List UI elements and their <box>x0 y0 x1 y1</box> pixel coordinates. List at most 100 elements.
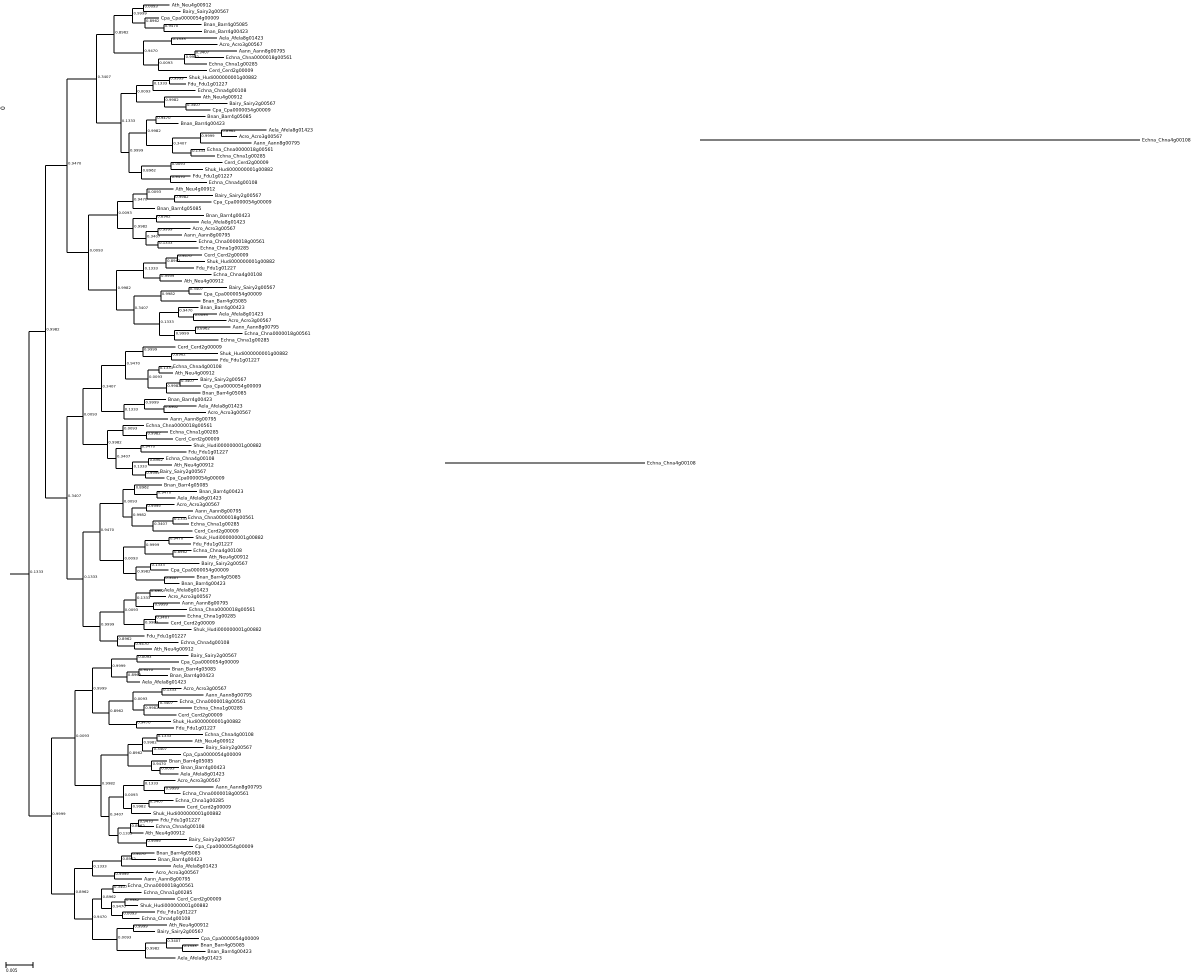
tip-label: Ath_Neu4g00912 <box>154 647 194 653</box>
tip-label: Aann_Aann8g00795 <box>182 601 228 607</box>
node-support-label: 0.9470 <box>170 536 184 541</box>
node-support-label: 0.9982 <box>133 512 147 517</box>
tip-label: Ath_Neu4g00912 <box>203 95 243 101</box>
tip-label: Cpa_Cpa0000054g00009 <box>166 476 224 482</box>
node-support-label: 0.9470 <box>112 904 126 909</box>
node-support-label: 0.0093 <box>125 607 139 612</box>
tip-label: Fdu_Fdu1g01227 <box>147 633 187 639</box>
tip-label: Bairy_Sairy2g00567 <box>200 377 246 383</box>
tip-label: Aann_Aann8g00795 <box>254 141 300 147</box>
tip-label: Echna_Chna0000018g00561 <box>199 239 265 245</box>
tip-label: Cerd_Cerd2g00009 <box>178 712 222 718</box>
tip-label: Shuk_Hudi000000001g00882 <box>173 719 241 725</box>
tip-label: Echna_Chna4g00108 <box>181 640 230 646</box>
node-support-label: 0.9999 <box>133 11 147 16</box>
tip-label: Aela_Afela8g01423 <box>180 771 224 777</box>
node-support-label: 0.3407 <box>190 286 204 291</box>
tip-label: Ath_Neu4g00912 <box>209 555 249 561</box>
node-support-label: 0.8962 <box>197 325 211 330</box>
tip-label: Echna_Chna1g00285 <box>144 890 193 896</box>
tip-label: Cerd_Cerd2g00009 <box>175 436 219 442</box>
tip-label: Cerd_Cerd2g00009 <box>178 344 222 350</box>
tip-label: Cerd_Cerd2g00009 <box>204 252 248 258</box>
node-support-label: 0.0093 <box>134 696 148 701</box>
node-support-label: 0.9982 <box>165 97 179 102</box>
node-support-label: 0.8962 <box>76 889 90 894</box>
tip-label: Echna_Chna0000018g00561 <box>183 791 249 797</box>
node-support-label: 0.9999 <box>112 663 126 668</box>
tip-label: Aela_Afela8g01423 <box>173 863 217 869</box>
tip-label: Cerd_Cerd2g00009 <box>194 528 238 534</box>
node-support-label: 0.9999 <box>146 542 160 547</box>
tip-label: Aann_Aann8g00795 <box>144 877 190 883</box>
node-support-label: 0.3407 <box>173 140 187 145</box>
tip-label: Shuk_Hudi000000001g00882 <box>194 627 262 633</box>
tip-label: Shuk_Hudi000000001g00882 <box>207 259 275 265</box>
node-support-label: 0.3407 <box>160 700 174 705</box>
node-support-label: 0.9470 <box>140 667 154 672</box>
node-support-label: 0.9982 <box>186 54 200 59</box>
tip-label: Echna_Chna0000018g00561 <box>128 883 194 889</box>
node-support-label: 0.9982 <box>145 619 159 624</box>
node-support-label: 0.8962 <box>151 588 165 593</box>
node-support-label: 0.3407 <box>154 521 168 526</box>
node-support-label: 0.1333 <box>154 81 168 86</box>
tip-label: Acro_Acro3g00567 <box>183 686 226 692</box>
node-support-label: 0.9470 <box>144 48 158 53</box>
tip-label: Shuk_Hudi000000001g00882 <box>195 535 263 541</box>
node-support-label: 0.9999 <box>201 133 215 138</box>
node-support-label: 0.9470 <box>165 23 179 28</box>
tip-label: Echna_Chna1g00285 <box>221 338 270 344</box>
node-support-label: 0.9999 <box>146 399 160 404</box>
tip-label: Echna_Chna0000018g00561 <box>207 147 273 153</box>
node-support-label: 0.0093 <box>148 189 162 194</box>
tip-label: Fdu_Fdu1g01227 <box>193 541 233 547</box>
tip-label: Ath_Neu4g00912 <box>145 831 185 837</box>
node-support-label: 0.9470 <box>140 818 154 823</box>
node-support-label: 0.1333 <box>125 407 139 412</box>
node-support-label: 0.1333 <box>160 319 174 324</box>
tip-label: Bairy_Sairy2g00567 <box>189 837 235 843</box>
tip-label: Aann_Aann8g00795 <box>184 233 230 239</box>
node-support-label: 0.9999 <box>144 347 158 352</box>
node-support-label: 0.9999 <box>147 838 161 843</box>
tip-label: Echna_Chna4g00108 <box>1142 138 1191 144</box>
tip-label: Echna_Chna1g00285 <box>194 706 243 712</box>
tip-label: Cerd_Cerd2g00009 <box>171 620 215 626</box>
node-support-label: 0.9470 <box>132 851 146 856</box>
node-support-label: 0.1333 <box>145 265 159 270</box>
tip-label: Bairy_Sairy2g00567 <box>206 745 252 751</box>
node-support-label: 0.1333 <box>163 687 177 692</box>
node-support-label: 0.8962 <box>136 485 150 490</box>
node-support-label: 0.9982 <box>147 430 161 435</box>
node-support-label: 0.1333 <box>119 831 133 836</box>
tip-label: Acro_Acro3g00567 <box>192 226 235 232</box>
node-support-label: 0.1333 <box>30 569 44 574</box>
tip-label: Cpa_Cpa0000054g00009 <box>213 200 271 206</box>
tip-label: Ath_Neu4g00912 <box>174 463 214 469</box>
tip-label: Acro_Acro3g00567 <box>177 778 220 784</box>
node-support-label: 0.3407 <box>167 938 181 943</box>
tip-label: Bnan_Barr4g05085 <box>202 390 246 396</box>
tip-label: Aela_Afela8g01423 <box>142 679 186 685</box>
node-support-label: 0.0093 <box>76 733 90 738</box>
tip-label: Shuk_Hudi000000001g00882 <box>205 167 273 173</box>
tip-label: Bnan_Barr4g05085 <box>164 482 208 488</box>
node-support-label: 0.1333 <box>173 36 187 41</box>
node-support-label: 0.9999 <box>146 470 160 475</box>
tip-label: Echna_Chna1g00285 <box>191 522 240 528</box>
tip-label: Acro_Acro3g00567 <box>208 410 251 416</box>
node-support-label: 0.1333 <box>84 574 98 579</box>
tip-label: Echna_Chna4g00108 <box>209 180 258 186</box>
tip-label: Acro_Acro3g00567 <box>156 870 199 876</box>
node-support-label: 0.1333 <box>192 148 206 153</box>
node-support-label: 0.9982 <box>46 327 60 332</box>
tip-label: Echna_Chna0000018g00561 <box>188 515 254 521</box>
node-support-label: 0.9982 <box>137 569 151 574</box>
tip-label: Echna_Chna4g00108 <box>213 272 262 278</box>
node-support-label: 0.9470 <box>101 527 115 532</box>
tip-label: Echna_Chna0000018g00561 <box>244 331 310 337</box>
tip-label: Bnan_Barr4g05085 <box>207 114 251 120</box>
tip-label: Bnan_Barr4g05085 <box>196 574 240 580</box>
tip-label: Bnan_Barr4g00423 <box>200 305 244 311</box>
